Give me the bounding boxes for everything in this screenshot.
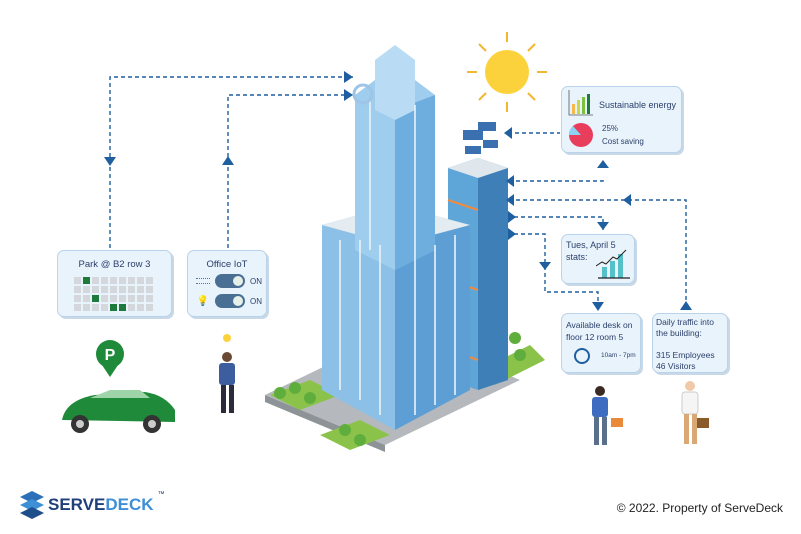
parking-spot (146, 304, 153, 311)
stats-title: Tues, April 5 stats: (566, 240, 616, 262)
parking-spot (110, 277, 117, 284)
brand-serve: SERVE (48, 495, 106, 514)
light-state: ON (250, 296, 262, 306)
parking-spot (146, 277, 153, 284)
trademark: ™ (157, 491, 165, 498)
arrowheads (104, 71, 692, 311)
person-icon (681, 381, 709, 444)
parking-spot (119, 277, 126, 284)
solar-panel-icon (463, 122, 498, 154)
copyright: © 2022. Property of ServeDeck (616, 501, 783, 515)
parking-spot-available (92, 295, 99, 302)
parking-spot (92, 277, 99, 284)
parking-spot (137, 304, 144, 311)
traffic-title: Daily traffic into the building: (656, 317, 714, 338)
parking-spot (83, 286, 90, 293)
parking-pin-icon: P (96, 340, 124, 377)
desk-card: Available desk on floor 12 room 5 10am -… (561, 313, 641, 373)
ac-toggle[interactable] (215, 274, 245, 288)
energy-label: Cost saving (602, 137, 644, 146)
traffic-employees: 315 Employees (656, 350, 715, 360)
parking-grid (74, 277, 153, 311)
desk-title: Available desk on floor 12 room 5 (566, 320, 633, 342)
parking-spot (74, 295, 81, 302)
parking-spot (74, 286, 81, 293)
parking-spot (83, 295, 90, 302)
parking-spot (92, 286, 99, 293)
energy-chart-icon (568, 90, 593, 147)
iot-light-row: 💡 ON (196, 294, 262, 308)
parking-spot (101, 286, 108, 293)
parking-spot-available (110, 304, 117, 311)
parking-spot (110, 286, 117, 293)
parking-spot (137, 286, 144, 293)
parking-spot (137, 277, 144, 284)
parking-spot (101, 304, 108, 311)
parking-spot (128, 277, 135, 284)
parking-spot-available (83, 277, 90, 284)
traffic-visitors: 46 Visitors (656, 361, 696, 371)
ac-waves-icon (196, 278, 210, 284)
parking-spot (92, 304, 99, 311)
svg-text:P: P (105, 347, 116, 364)
parking-spot (101, 277, 108, 284)
ac-state: ON (250, 276, 262, 286)
parking-spot (119, 286, 126, 293)
energy-card: Sustainable energy 25% Cost saving (561, 86, 682, 153)
parking-spot (128, 295, 135, 302)
stats-card: Tues, April 5 stats: (561, 234, 635, 284)
iot-title: Office IoT (206, 259, 248, 270)
lightbulb-icon: 💡 (196, 295, 210, 307)
person-icon (219, 334, 235, 413)
parking-spot (146, 286, 153, 293)
parking-spot (146, 295, 153, 302)
energy-title: Sustainable energy (599, 100, 677, 110)
car-icon (62, 390, 175, 433)
parking-spot (119, 295, 126, 302)
connector-lines (109, 76, 687, 305)
parking-title: Park @ B2 row 3 (78, 259, 151, 270)
desk-hours: 10am - 7pm (601, 352, 636, 359)
energy-percent: 25% (602, 124, 619, 133)
light-toggle[interactable] (215, 294, 245, 308)
parking-card: Park @ B2 row 3 (57, 250, 172, 317)
growth-chart-icon (596, 249, 630, 279)
parking-spot (74, 304, 81, 311)
iot-card: Office IoT ON 💡 ON (187, 250, 267, 317)
parking-spot (137, 295, 144, 302)
parking-spot (101, 295, 108, 302)
parking-spot (128, 286, 135, 293)
parking-spot (83, 304, 90, 311)
traffic-card: Daily traffic into the building: 315 Emp… (652, 313, 728, 373)
parking-spot-available (119, 304, 126, 311)
brand-deck: DECK (105, 495, 154, 514)
iot-ac-row: ON (196, 274, 262, 288)
parking-spot (74, 277, 81, 284)
sun-icon (467, 32, 547, 112)
logo-icon (20, 491, 44, 519)
tree-icon (274, 332, 526, 446)
parking-spot (128, 304, 135, 311)
main-tower (322, 45, 470, 430)
person-icon (592, 386, 623, 445)
parking-spot (110, 295, 117, 302)
clock-icon (574, 348, 590, 364)
